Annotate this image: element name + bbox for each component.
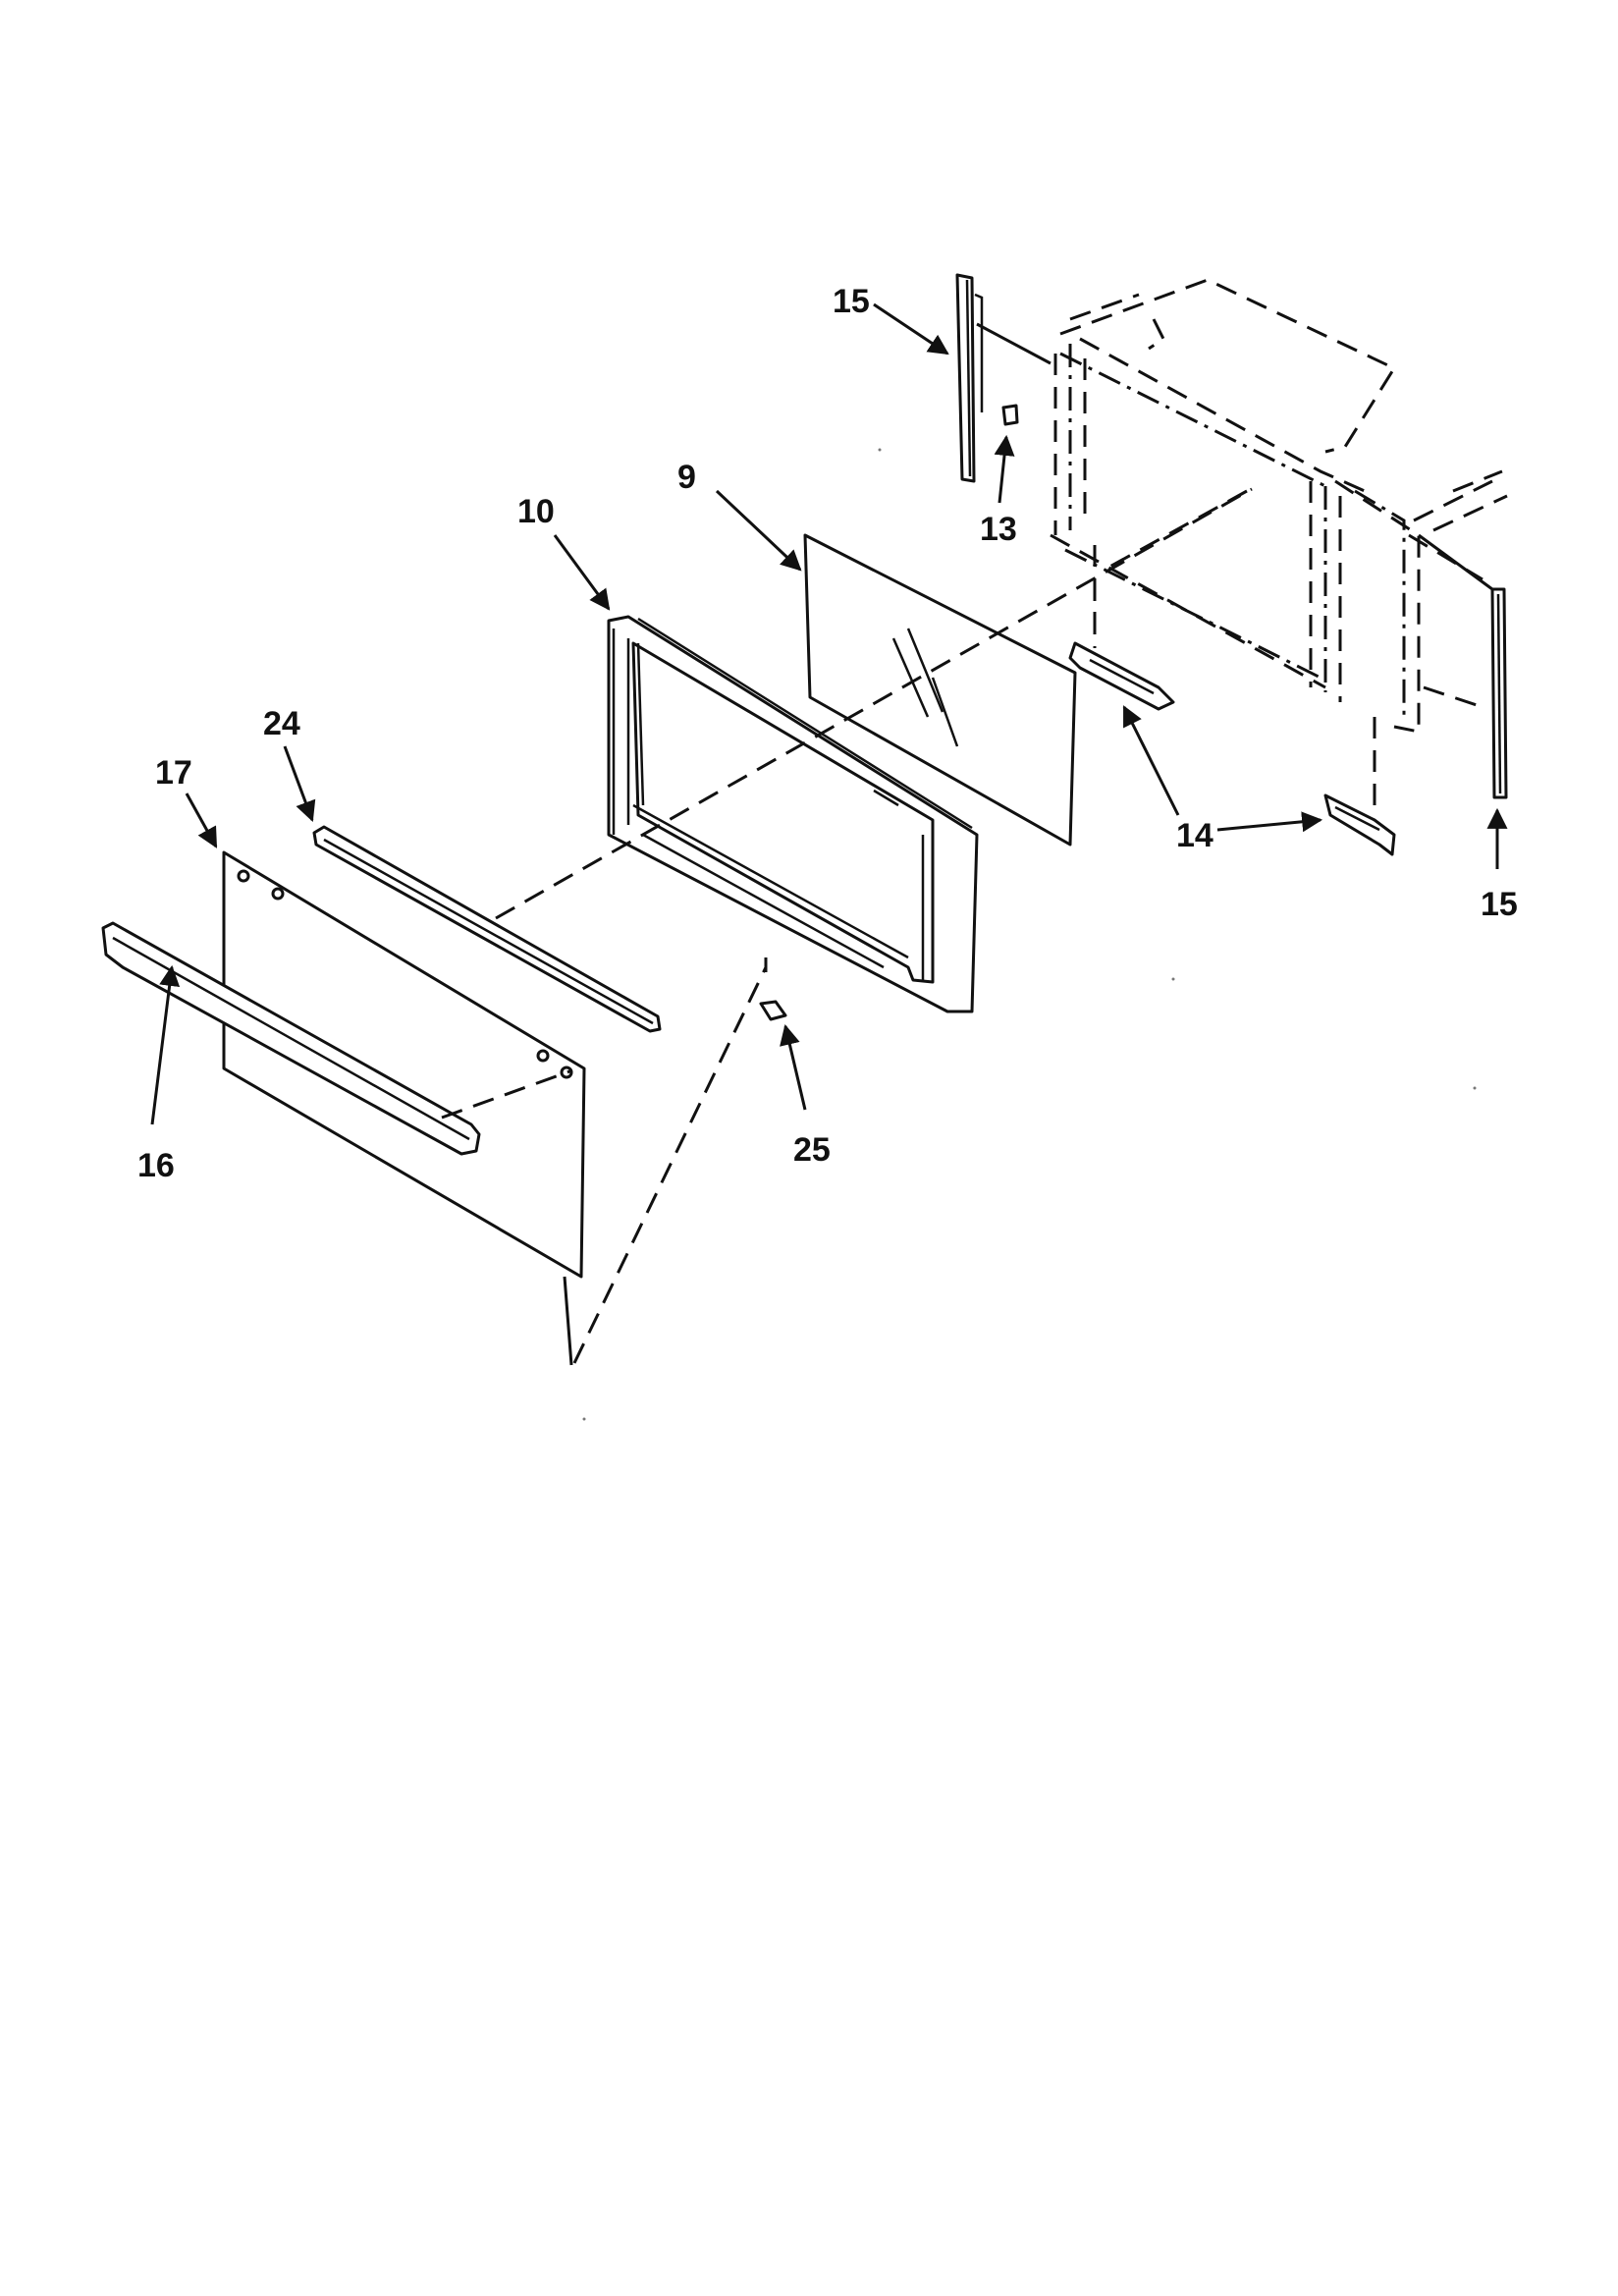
part-15-top-strip (955, 273, 1052, 483)
callout-16: 16 (137, 1147, 175, 1184)
part-14-bracket-upper (1068, 641, 1175, 711)
oven-cavity-outline (1050, 278, 1508, 805)
part-9-glass (803, 533, 1077, 847)
leader-arrows (150, 302, 1508, 1125)
callout-25: 25 (793, 1131, 831, 1169)
callout-9: 9 (677, 459, 696, 496)
scan-specks (582, 448, 1477, 1421)
callout-17: 17 (155, 754, 192, 792)
callout-14: 14 (1176, 817, 1214, 854)
part-14-bracket-lower (1323, 793, 1396, 856)
callout-10: 10 (517, 493, 555, 530)
callout-24: 24 (263, 705, 300, 742)
part-24-trim-strip (312, 825, 662, 1033)
part-17-outer-panel (222, 850, 586, 1279)
part-10-door-frame (607, 615, 979, 1013)
part-15-right-strip (1418, 533, 1508, 799)
alignment-lines (441, 487, 1253, 1366)
part-25-clip (759, 1000, 787, 1021)
callout-labels: 15 13 9 10 14 15 24 17 16 25 (137, 283, 1518, 1184)
callout-13: 13 (980, 511, 1017, 548)
part-13-clip (1001, 404, 1019, 426)
callout-15-top: 15 (833, 283, 870, 320)
callout-15-right: 15 (1481, 886, 1518, 923)
